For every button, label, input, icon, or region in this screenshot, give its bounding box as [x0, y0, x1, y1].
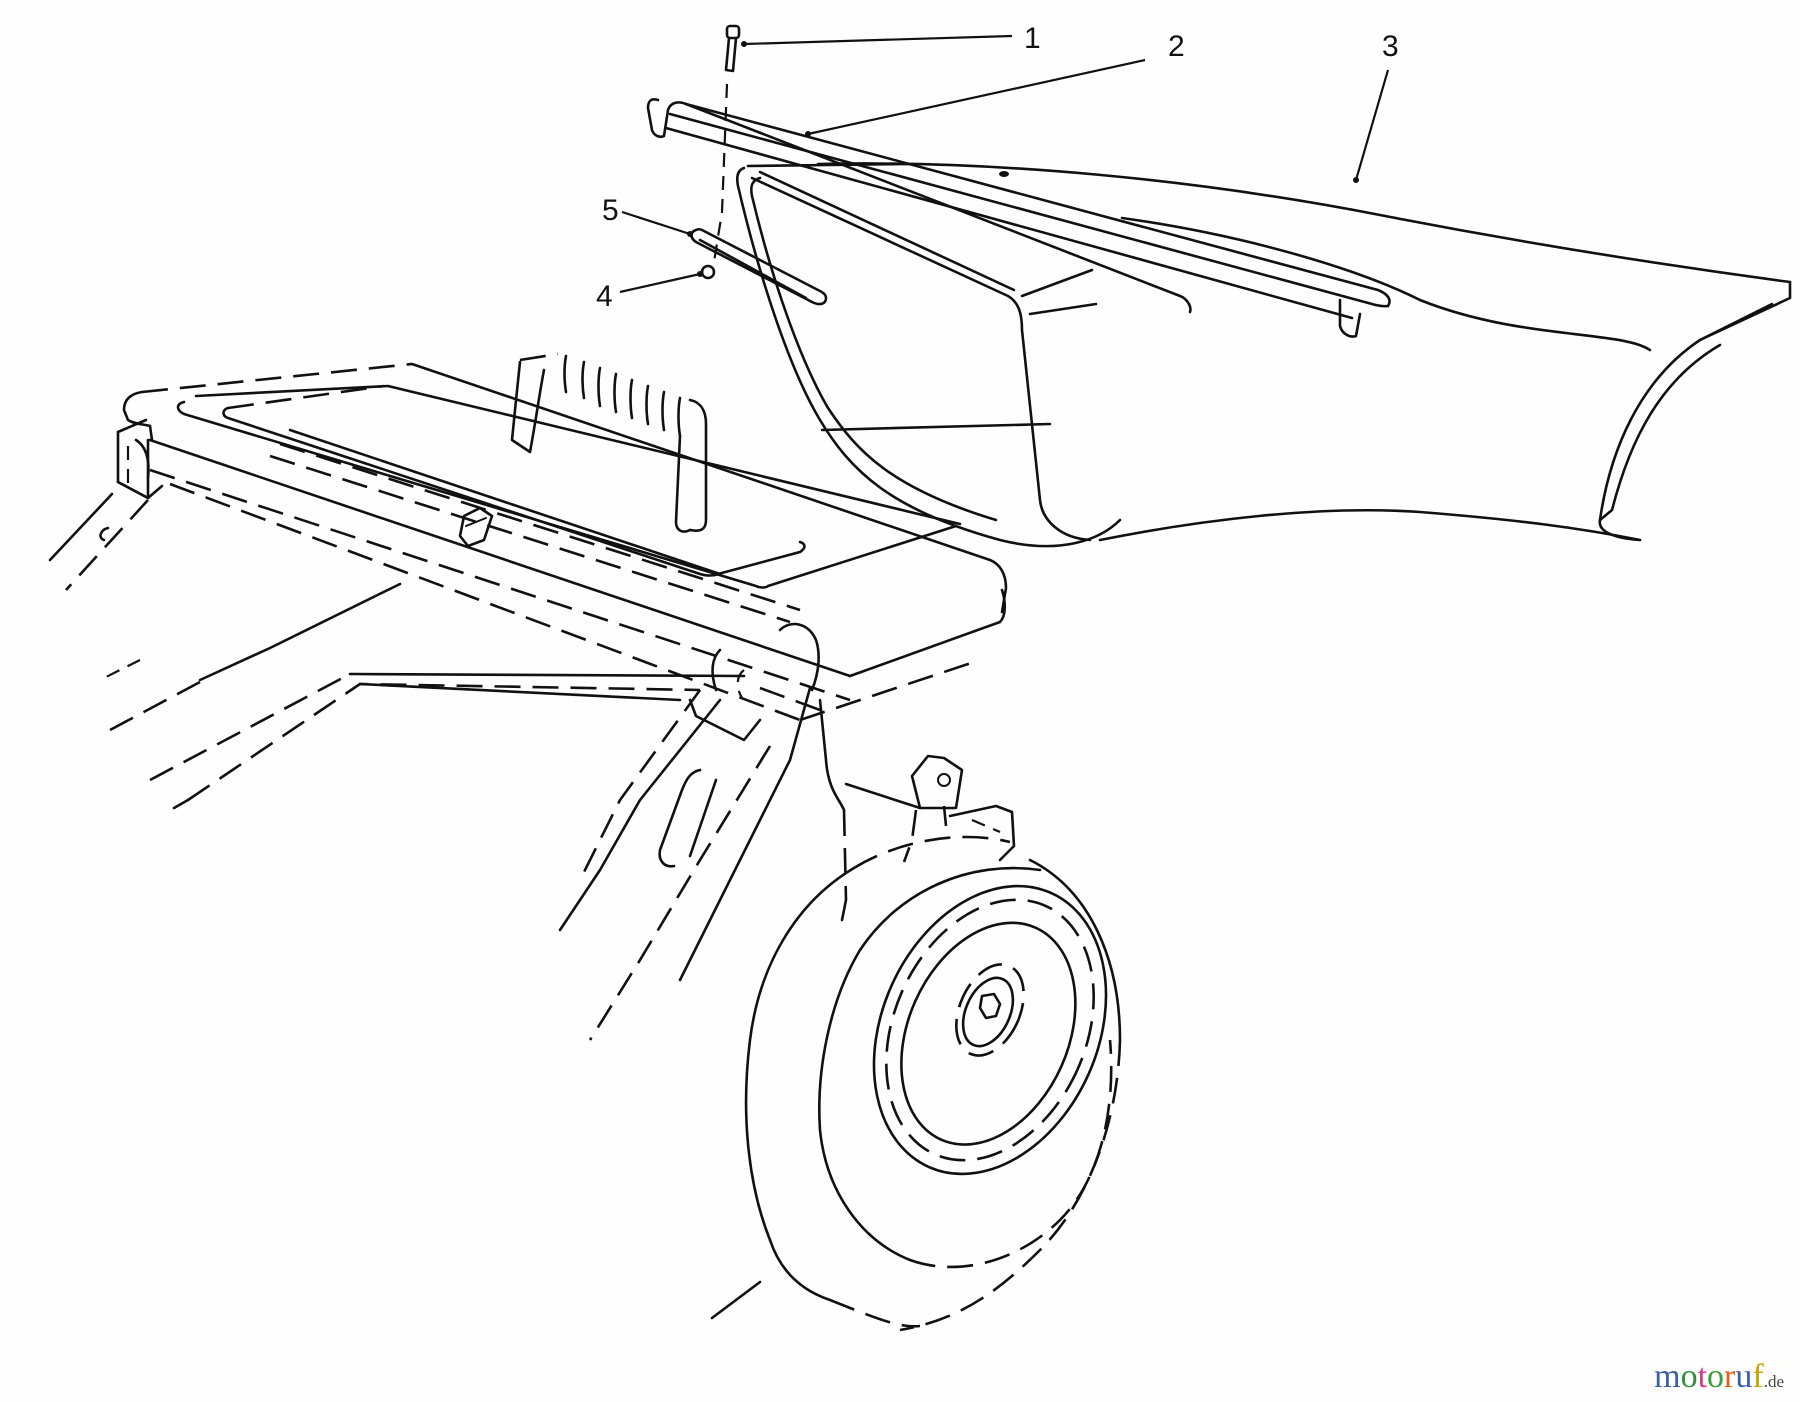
wm-letter: m — [1654, 1358, 1681, 1395]
discharge-chute — [735, 162, 1792, 548]
leader-lines — [619, 34, 1390, 294]
wm-letter: o — [1680, 1358, 1698, 1395]
watermark-logo: motoruf.de — [1654, 1360, 1784, 1394]
callout-2: 2 — [1168, 30, 1185, 63]
wm-letter: o — [1707, 1358, 1725, 1395]
callout-4: 4 — [596, 280, 613, 313]
mower-handle — [48, 352, 1008, 722]
hanger-bar — [646, 97, 1391, 338]
wm-letter: r — [1724, 1358, 1736, 1395]
mower-deck — [99, 582, 1016, 1041]
callout-1: 1 — [1024, 22, 1041, 55]
rear-wheel — [710, 835, 1122, 1332]
callout-5: 5 — [602, 194, 619, 227]
retaining-plate — [690, 227, 828, 306]
callout-3: 3 — [1382, 30, 1399, 63]
nut — [700, 264, 716, 280]
wm-letter: u — [1735, 1358, 1753, 1395]
wm-letter: t — [1697, 1358, 1708, 1395]
wm-letter: f — [1752, 1358, 1764, 1395]
bolt — [712, 24, 741, 263]
wm-tld: .de — [1763, 1372, 1784, 1391]
